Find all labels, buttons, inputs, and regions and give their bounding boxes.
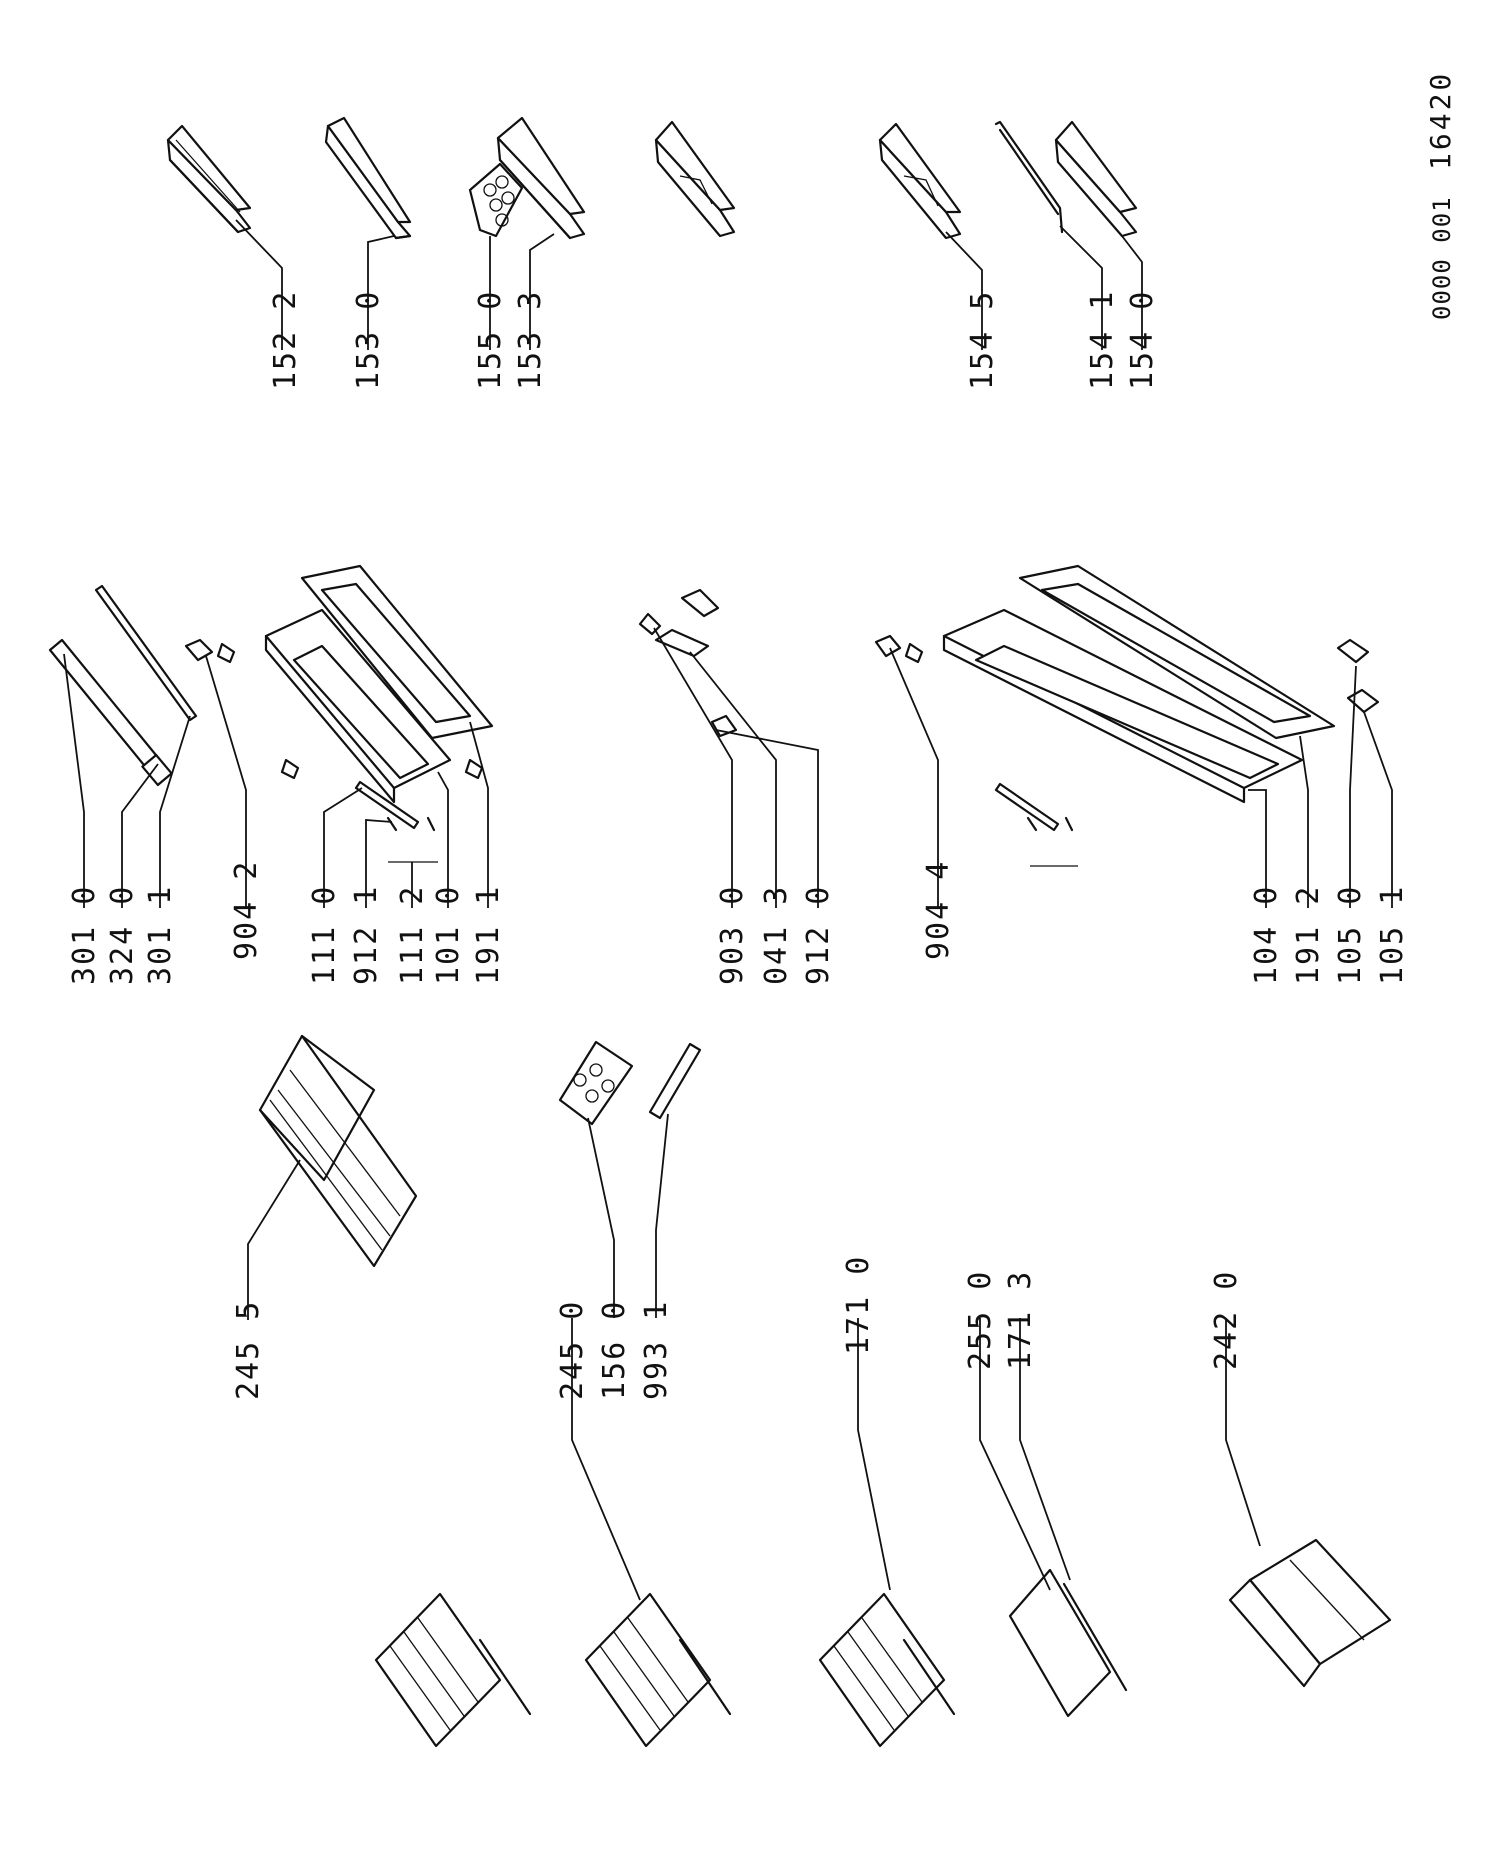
part-number-label: 156 0 bbox=[597, 1300, 632, 1400]
door-hinge-icon bbox=[638, 588, 738, 738]
part-number-label: 155 0 bbox=[473, 290, 508, 390]
door-gasket-icon bbox=[1018, 564, 1336, 740]
part-number-label: 105 1 bbox=[1375, 885, 1410, 985]
hinge-plate-icon bbox=[994, 782, 1078, 867]
part-number-label: 154 1 bbox=[1085, 290, 1120, 390]
door-bin-icon bbox=[878, 122, 962, 240]
glass-shelf-icon bbox=[1008, 1568, 1128, 1718]
door-bin-icon bbox=[1054, 120, 1138, 238]
wire-shelf-icon bbox=[258, 1034, 418, 1268]
drawing-ref-number: 16420 bbox=[1424, 71, 1457, 170]
ice-tray-icon bbox=[648, 1042, 702, 1120]
leader-lines-right bbox=[235, 219, 1143, 350]
part-number-label: 255 0 bbox=[963, 1270, 998, 1370]
hinge-plate-icon bbox=[354, 780, 438, 863]
part-number-label: 111 2 bbox=[395, 885, 430, 985]
freezer-door-frame-icon bbox=[264, 608, 452, 804]
part-number-label: 912 1 bbox=[349, 885, 384, 985]
part-number-label: 904 4 bbox=[921, 860, 956, 960]
part-number-label: 111 0 bbox=[307, 885, 342, 985]
part-number-label: 152 2 bbox=[268, 290, 303, 390]
part-number-label: 041 3 bbox=[759, 885, 794, 985]
part-number-label: 324 0 bbox=[105, 885, 140, 985]
part-number-label: 191 1 bbox=[471, 885, 506, 985]
drawing-reference: 0000 001 16420 bbox=[1424, 71, 1457, 320]
part-number-label: 104 0 bbox=[1249, 885, 1284, 985]
fastener-icon bbox=[184, 638, 484, 780]
fridge-door-frame-icon bbox=[942, 608, 1304, 804]
door-bin-icon bbox=[166, 124, 252, 234]
egg-tray-icon bbox=[468, 162, 524, 238]
wire-shelf-icon bbox=[374, 1592, 532, 1748]
part-number-label: 904 2 bbox=[229, 860, 264, 960]
part-number-label: 171 3 bbox=[1003, 1270, 1038, 1370]
leader-lines-left bbox=[247, 1113, 1261, 1601]
leader-lines-middle bbox=[63, 627, 1393, 908]
egg-tray-icon bbox=[558, 1040, 634, 1126]
part-number-label: 154 5 bbox=[965, 290, 1000, 390]
part-number-label: 154 0 bbox=[1125, 290, 1160, 390]
door-bin-icon bbox=[324, 116, 412, 240]
door-gasket-icon bbox=[300, 564, 494, 740]
part-number-label: 301 0 bbox=[67, 885, 102, 985]
part-number-label: 153 3 bbox=[513, 290, 548, 390]
part-number-label: 191 2 bbox=[1291, 885, 1326, 985]
part-number-label: 245 0 bbox=[555, 1300, 590, 1400]
part-number-label: 171 0 bbox=[841, 1255, 876, 1355]
door-trim-strip-icon bbox=[94, 584, 198, 722]
part-number-label: 242 0 bbox=[1209, 1270, 1244, 1370]
wire-shelf-icon bbox=[818, 1592, 956, 1748]
part-number-label: 912 0 bbox=[801, 885, 836, 985]
door-bin-icon bbox=[496, 116, 586, 240]
drawing-ref-prefix: 0000 001 bbox=[1428, 196, 1456, 320]
part-number-label: 153 0 bbox=[351, 290, 386, 390]
part-number-label: 245 5 bbox=[231, 1300, 266, 1400]
part-number-label: 105 0 bbox=[1333, 885, 1368, 985]
wire-shelf-icon bbox=[584, 1592, 732, 1748]
door-stop-icon bbox=[1336, 638, 1380, 714]
part-number-label: 993 1 bbox=[639, 1300, 674, 1400]
part-number-label: 903 0 bbox=[715, 885, 750, 985]
door-handle-strip-icon bbox=[48, 638, 173, 787]
bin-retainer-bar-icon bbox=[994, 120, 1064, 234]
crisper-drawer-icon bbox=[1228, 1538, 1392, 1688]
fastener-icon bbox=[874, 634, 924, 664]
part-number-label: 101 0 bbox=[431, 885, 466, 985]
part-number-label: 301 1 bbox=[143, 885, 178, 985]
door-bin-icon bbox=[654, 120, 736, 238]
